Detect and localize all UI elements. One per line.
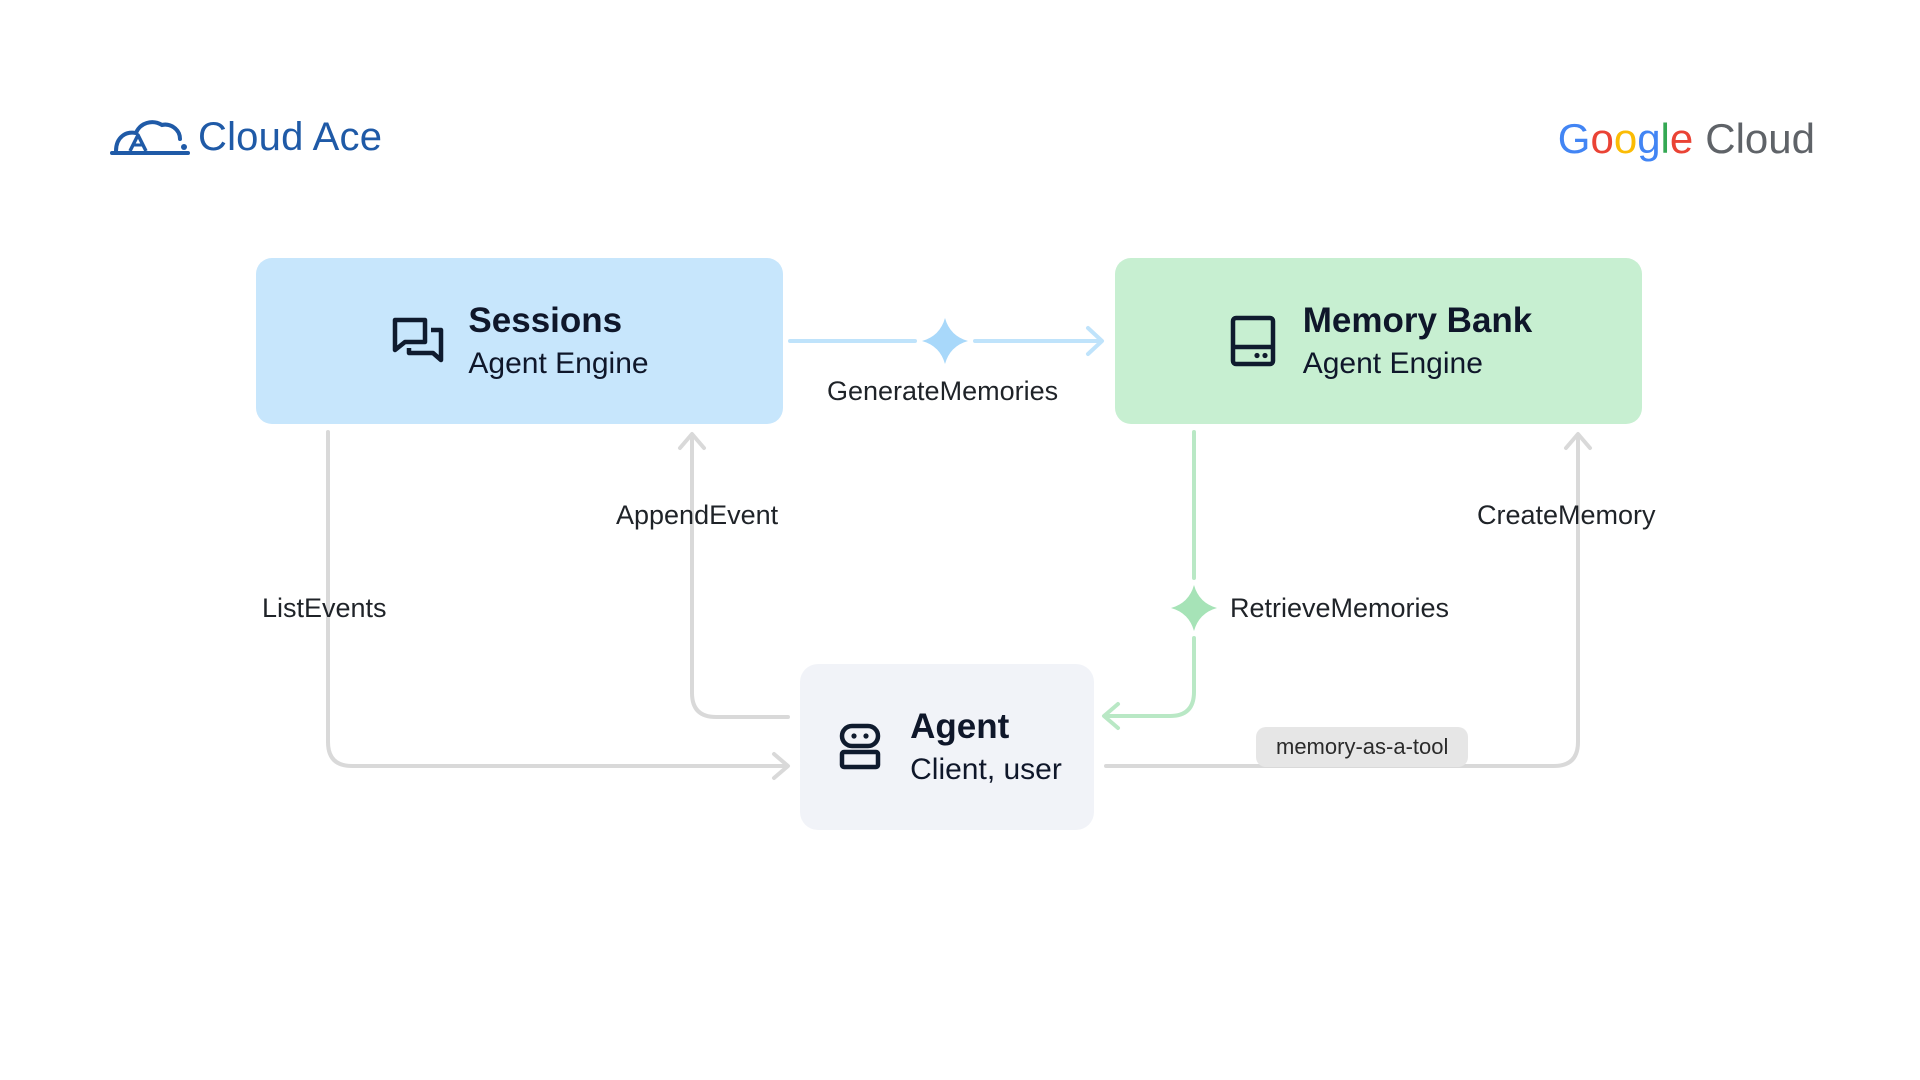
sessions-node: Sessions Agent Engine <box>256 258 783 424</box>
agent-title: Agent <box>910 707 1010 747</box>
append-event-label: AppendEvent <box>616 500 779 530</box>
create-memory-label: CreateMemory <box>1477 500 1656 530</box>
retrieve-memories-arrowhead <box>1102 702 1120 730</box>
append-event-line <box>690 434 790 719</box>
agent-text: Agent Client, user <box>910 708 1062 786</box>
google-letter: G <box>1557 115 1591 162</box>
agent-subtitle: Client, user <box>910 752 1062 786</box>
list-events-label: ListEvents <box>262 593 387 623</box>
retrieve-memories-line-bottom <box>1104 636 1196 718</box>
agent-node: Agent Client, user <box>800 664 1094 830</box>
sessions-text: Sessions Agent Engine <box>468 302 648 380</box>
storage-drive-icon <box>1225 313 1281 369</box>
google-cloud-suffix: Cloud <box>1705 115 1815 162</box>
google-letter: l <box>1660 115 1670 162</box>
google-letter: o <box>1590 115 1614 162</box>
retrieve-memories-spark-icon <box>1171 585 1217 631</box>
google-letter: o <box>1613 115 1638 162</box>
google-wordmark: Google <box>1558 118 1693 160</box>
sessions-title: Sessions <box>468 301 623 341</box>
robot-icon <box>832 719 888 775</box>
create-memory-arrowhead <box>1564 432 1592 450</box>
memory-as-a-tool-badge: memory-as-a-tool <box>1256 727 1469 767</box>
cloud-ace-text: Cloud Ace <box>198 115 383 159</box>
cloud-ace-icon <box>110 120 190 155</box>
append-event-arrowhead <box>678 432 706 450</box>
list-events-arrowhead <box>772 752 790 780</box>
memory-bank-node: Memory Bank Agent Engine <box>1115 258 1642 424</box>
memory-bank-text: Memory Bank Agent Engine <box>1303 302 1533 380</box>
sessions-subtitle: Agent Engine <box>468 346 649 380</box>
chat-bubbles-icon <box>390 313 446 369</box>
memory-bank-subtitle: Agent Engine <box>1302 346 1483 380</box>
create-memory-line <box>1104 434 1580 768</box>
google-letter: e <box>1669 115 1694 162</box>
google-cloud-logo: Google Cloud <box>1558 112 1815 166</box>
list-events-line <box>326 430 788 768</box>
generate-memories-spark-icon <box>922 318 968 364</box>
cloud-ace-logo: Cloud Ace <box>110 110 382 164</box>
retrieve-memories-label: RetrieveMemories <box>1230 593 1450 623</box>
generate-memories-arrowhead <box>1086 326 1104 356</box>
google-letter: g <box>1637 115 1661 162</box>
memory-bank-title: Memory Bank <box>1302 301 1533 341</box>
generate-memories-label: GenerateMemories <box>827 376 1059 406</box>
